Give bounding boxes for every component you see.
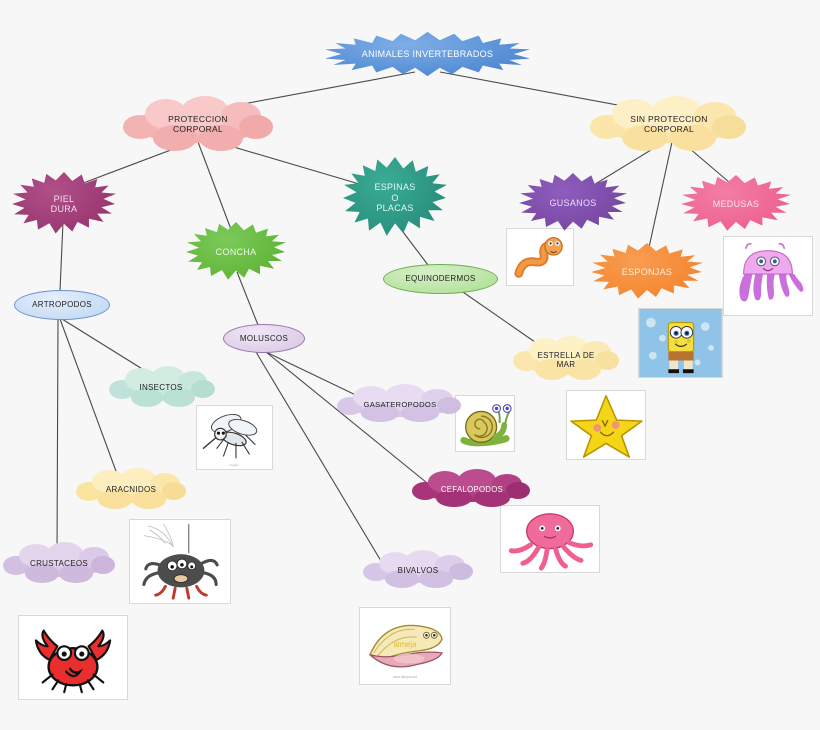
edge-proteccion-concha <box>197 141 233 233</box>
worm-image <box>506 228 574 286</box>
svg-text:www.dibujos.net: www.dibujos.net <box>393 675 417 679</box>
node-crustaceos[interactable]: CRUSTACEOS <box>3 542 115 583</box>
node-label: ESPONJAS <box>621 266 673 277</box>
spongebob-image <box>638 308 723 378</box>
node-gasateropodos[interactable]: GASATEROPODOS <box>337 384 461 422</box>
cloud-puff <box>385 570 419 588</box>
edge-artropodos-aracnidos <box>59 318 121 483</box>
cloud-puff <box>437 397 461 414</box>
node-animales-invertebrados[interactable]: ANIMALES INVERTEBRADOS <box>325 31 530 77</box>
cloud-puff <box>191 380 215 398</box>
starfish-image <box>566 390 646 460</box>
node-label: INSECTOS <box>139 383 183 393</box>
node-equinodermos[interactable]: EQUINODERMOS <box>383 264 498 294</box>
cloud-puff <box>458 469 496 492</box>
node-label: GUSANOS <box>549 197 597 208</box>
node-label: MEDUSAS <box>712 198 760 209</box>
edge-moluscos-gasateropodos <box>265 351 363 399</box>
node-label: GASATEROPODOS <box>363 399 437 409</box>
node-label: CONCHA <box>215 246 257 257</box>
cloud-puff <box>436 489 472 507</box>
node-label: CEFALOPODOS <box>440 484 504 494</box>
node-bivalvos[interactable]: BIVALVOS <box>363 550 473 588</box>
cloud-puff <box>163 388 195 407</box>
cloud-puff <box>419 570 453 588</box>
node-moluscos[interactable]: MOLUSCOS <box>223 324 305 353</box>
cloud-puff <box>145 99 187 129</box>
cloud-puff <box>19 544 53 567</box>
snail-image <box>455 395 515 452</box>
cloud-puff <box>131 388 163 407</box>
cloud-puff <box>652 96 702 128</box>
node-label: ARTROPODOS <box>32 300 92 310</box>
edge-concha-moluscos <box>236 271 259 326</box>
cloud-puff <box>379 552 411 574</box>
node-concha[interactable]: CONCHA <box>186 222 286 280</box>
node-piel-dura[interactable]: PIEL DURA <box>12 172 116 234</box>
node-label: ESTRELLA DE MAR <box>537 350 595 369</box>
cloud-puff <box>712 115 746 139</box>
node-gusanos[interactable]: GUSANOS <box>519 173 627 231</box>
cloud-puff <box>239 115 273 139</box>
cloud-puff <box>535 359 569 380</box>
jellyfish-image <box>723 236 813 316</box>
node-label: MOLUSCOS <box>239 333 289 343</box>
node-proteccion-corporal[interactable]: PROTECCION CORPORAL <box>123 96 273 151</box>
node-medusas[interactable]: MEDUSAS <box>681 175 791 231</box>
cloud-puff <box>25 564 59 583</box>
clam-image: almeja www.dibujos.net <box>359 607 451 685</box>
cloud-puff <box>567 359 601 380</box>
spider-image <box>129 519 231 604</box>
node-esponjas[interactable]: ESPONJAS <box>591 243 703 299</box>
node-label: ARACNIDOS <box>105 485 157 495</box>
cloud-puff <box>162 482 186 500</box>
cloud-puff <box>59 564 93 583</box>
cloud-puff <box>405 550 441 573</box>
cloud-puff <box>91 556 115 574</box>
edge-sinproteccion-esponjas <box>647 141 673 253</box>
edge-equinodermos-estrella <box>459 289 546 350</box>
node-cefalopodos[interactable]: CEFALOPODOS <box>412 469 530 507</box>
svg-text:almeja: almeja <box>394 640 418 649</box>
edge-moluscos-bivalvos <box>255 351 385 567</box>
node-artropodos[interactable]: ARTROPODOS <box>14 290 110 320</box>
cloud-puff <box>98 490 132 509</box>
cloud-puff <box>506 482 530 499</box>
node-estrella-de-mar[interactable]: ESTRELLA DE MAR <box>513 336 619 380</box>
crab-image <box>18 615 128 700</box>
cloud-puff <box>449 563 473 580</box>
node-label: BIVALVOS <box>397 566 439 576</box>
edge-espinas-equinodermos <box>399 227 429 266</box>
node-sin-proteccion-corporal[interactable]: SIN PROTECCION CORPORAL <box>590 96 746 151</box>
node-espinas-o-placas[interactable]: ESPINAS O PLACAS <box>343 157 447 236</box>
edge-artropodos-crustaceos <box>56 318 59 557</box>
node-insectos[interactable]: INSECTOS <box>109 366 215 407</box>
node-label: ESPINAS O PLACAS <box>374 182 416 214</box>
node-label: EQUINODERMOS <box>405 274 476 284</box>
node-label: CRUSTACEOS <box>30 559 88 569</box>
node-label: PROTECCION CORPORAL <box>168 114 228 134</box>
cloud-puff <box>474 489 510 507</box>
node-label: SIN PROTECCION CORPORAL <box>630 114 708 134</box>
cloud-puff <box>428 471 462 493</box>
edge-pieldura-artropodos <box>59 221 64 292</box>
node-label: ANIMALES INVERTEBRADOS <box>361 48 494 59</box>
mosquito-image: imagen <box>196 405 273 470</box>
octopus-image <box>500 505 600 573</box>
cloud-puff <box>132 490 166 509</box>
svg-text:imagen: imagen <box>229 463 239 467</box>
node-label: PIEL DURA <box>50 193 78 214</box>
cloud-puff <box>595 351 619 370</box>
node-aracnidos[interactable]: ARACNIDOS <box>76 468 186 509</box>
cloud-puff <box>47 542 83 566</box>
